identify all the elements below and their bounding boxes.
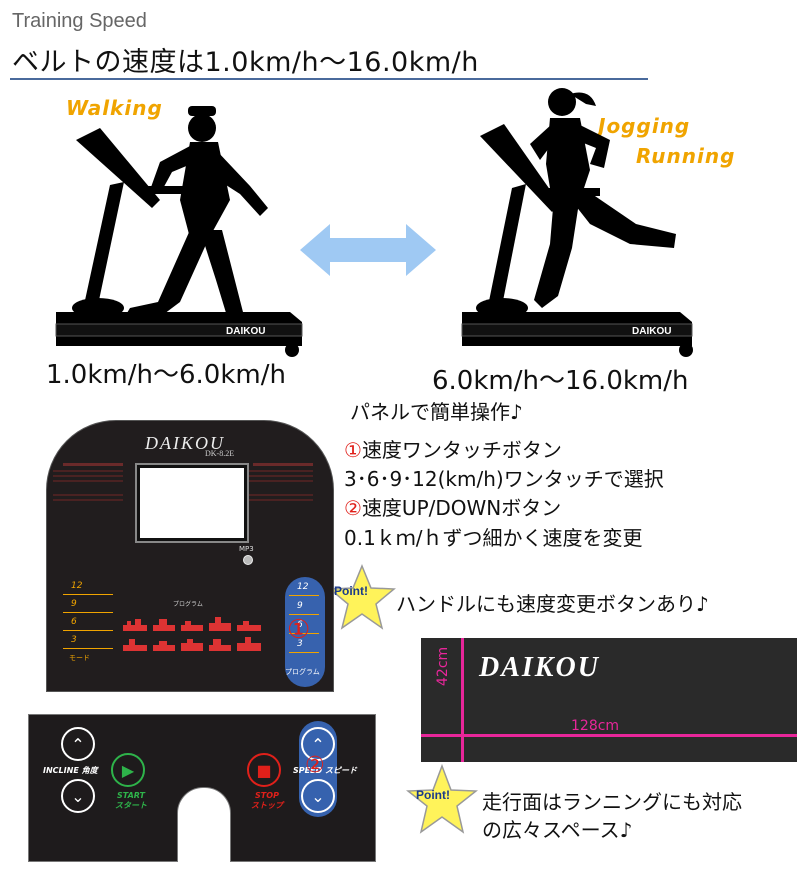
speed-label: SPEED スピード bbox=[293, 765, 357, 776]
panel-cutout bbox=[177, 787, 231, 862]
panel-left-instructions bbox=[53, 457, 133, 527]
incline-down-button[interactable]: ⌄ bbox=[61, 779, 95, 813]
mp3-port[interactable] bbox=[243, 555, 253, 565]
program-label: プログラム bbox=[173, 601, 203, 608]
stop-label-en: STOP bbox=[255, 791, 279, 800]
handle-control-panel: ⌃ ⌄ INCLINE 角度 ▶ START スタート ■ STOP ストップ … bbox=[28, 714, 376, 862]
width-dimension-label: 128cm bbox=[571, 718, 620, 734]
width-dimension-line bbox=[421, 734, 797, 737]
chevron-down-icon: ⌄ bbox=[311, 786, 325, 806]
panel-brand: DAIKOU bbox=[145, 433, 225, 453]
speed-down-button[interactable]: ⌄ bbox=[301, 779, 335, 813]
point-badge-2-label: Point! bbox=[416, 788, 450, 802]
feature-1-number: ① bbox=[344, 438, 362, 462]
height-dimension-label: 42cm bbox=[435, 646, 451, 686]
stop-label: STOP ストップ bbox=[251, 791, 283, 811]
incline-label-jp: 角度 bbox=[81, 766, 98, 775]
speed-label-en: SPEED bbox=[293, 766, 323, 775]
lcd-screen bbox=[135, 463, 249, 543]
point-2-text-line1: 走行面はランニングにも対応 bbox=[482, 790, 742, 814]
incline-label: INCLINE 角度 bbox=[43, 765, 98, 776]
feature-1-title-text: 速度ワンタッチボタン bbox=[361, 438, 562, 462]
right-speed-9[interactable]: 9 bbox=[289, 596, 319, 615]
height-dimension-line bbox=[461, 638, 464, 762]
left-speed-9[interactable]: 9 bbox=[63, 595, 113, 613]
deck-brand: DAIKOU bbox=[479, 652, 600, 683]
marker-1: ① bbox=[287, 615, 311, 645]
walking-label: Walking bbox=[66, 96, 163, 120]
page-title: ベルトの速度は1.0km/h〜16.0km/h bbox=[12, 47, 479, 78]
speed-label-jp: スピード bbox=[325, 766, 357, 775]
section-subtitle: Training Speed bbox=[12, 10, 147, 32]
start-label-en: START bbox=[116, 791, 146, 800]
play-icon: ▶ bbox=[121, 760, 135, 780]
start-label-jp: スタート bbox=[115, 801, 147, 810]
point-star-badge-2 bbox=[406, 764, 478, 834]
control-panel-display: DAIKOU DK-8.2E MP3 12 9 6 3 モード プログラム bbox=[46, 420, 334, 692]
feature-2-number: ② bbox=[344, 496, 362, 520]
start-label: START スタート bbox=[115, 791, 147, 811]
marker-2: ② bbox=[305, 753, 325, 778]
right-speed-12[interactable]: 12 bbox=[289, 577, 319, 596]
left-speed-3[interactable]: 3 bbox=[63, 631, 113, 649]
running-label: Running bbox=[636, 144, 736, 168]
mp3-label: MP3 bbox=[239, 545, 254, 553]
title-underline bbox=[10, 78, 648, 80]
mode-label[interactable]: モード bbox=[69, 654, 90, 662]
incline-up-button[interactable]: ⌃ bbox=[61, 727, 95, 761]
treadmill-brand-walking: DAIKOU bbox=[226, 326, 265, 337]
jogging-treadmill-illustration: DAIKOU bbox=[461, 88, 693, 357]
running-deck-surface: DAIKOU 42cm 128cm bbox=[421, 638, 797, 762]
start-button[interactable]: ▶ bbox=[111, 753, 145, 787]
program-right-label[interactable]: プログラム bbox=[285, 668, 320, 676]
stop-button[interactable]: ■ bbox=[247, 753, 281, 787]
speed-up-button[interactable]: ⌃ bbox=[301, 727, 335, 761]
feature-1-title: ①速度ワンタッチボタン bbox=[344, 436, 562, 464]
point-2-text-line2: の広々スペース♪ bbox=[482, 818, 633, 842]
stop-icon: ■ bbox=[256, 760, 272, 780]
feature-2-description: 0.1ｋｍ/ｈずつ細かく速度を変更 bbox=[344, 526, 643, 550]
jogging-label: Jogging bbox=[598, 114, 691, 138]
right-speed-list: 12 9 6 3 bbox=[289, 577, 319, 653]
features-heading: パネルで簡単操作♪ bbox=[350, 400, 523, 424]
chevron-down-icon: ⌄ bbox=[71, 786, 85, 806]
right-speed-6[interactable]: 6 bbox=[289, 615, 319, 634]
walking-speed-range: 1.0km/h〜6.0km/h bbox=[46, 360, 286, 390]
point-badge-1-label: Point! bbox=[334, 584, 368, 598]
jogging-speed-range: 6.0km/h〜16.0km/h bbox=[432, 366, 689, 396]
point-1-text: ハンドルにも速度変更ボタンあり♪ bbox=[396, 592, 709, 616]
panel-model: DK-8.2E bbox=[205, 449, 235, 458]
feature-1-description: 3･6･9･12(km/h)ワンタッチで選択 bbox=[344, 467, 664, 491]
incline-label-en: INCLINE bbox=[43, 766, 79, 775]
right-speed-3[interactable]: 3 bbox=[289, 634, 319, 653]
feature-2-title-text: 速度UP/DOWNボタン bbox=[361, 496, 562, 520]
stop-label-jp: ストップ bbox=[251, 801, 283, 810]
left-speed-list: 12 9 6 3 モード bbox=[63, 577, 113, 663]
point-star-badge-1 bbox=[328, 564, 396, 630]
panel-right-instructions bbox=[243, 457, 323, 527]
left-speed-12[interactable]: 12 bbox=[63, 577, 113, 595]
left-speed-6[interactable]: 6 bbox=[63, 613, 113, 631]
treadmill-brand-jogging: DAIKOU bbox=[632, 326, 671, 337]
program-profile-graphs bbox=[123, 617, 261, 651]
feature-2-title: ②速度UP/DOWNボタン bbox=[344, 494, 561, 522]
walking-treadmill-illustration: DAIKOU bbox=[55, 106, 303, 357]
double-arrow-icon bbox=[300, 224, 436, 276]
chevron-up-icon: ⌃ bbox=[71, 734, 85, 754]
chevron-up-icon: ⌃ bbox=[311, 734, 325, 754]
